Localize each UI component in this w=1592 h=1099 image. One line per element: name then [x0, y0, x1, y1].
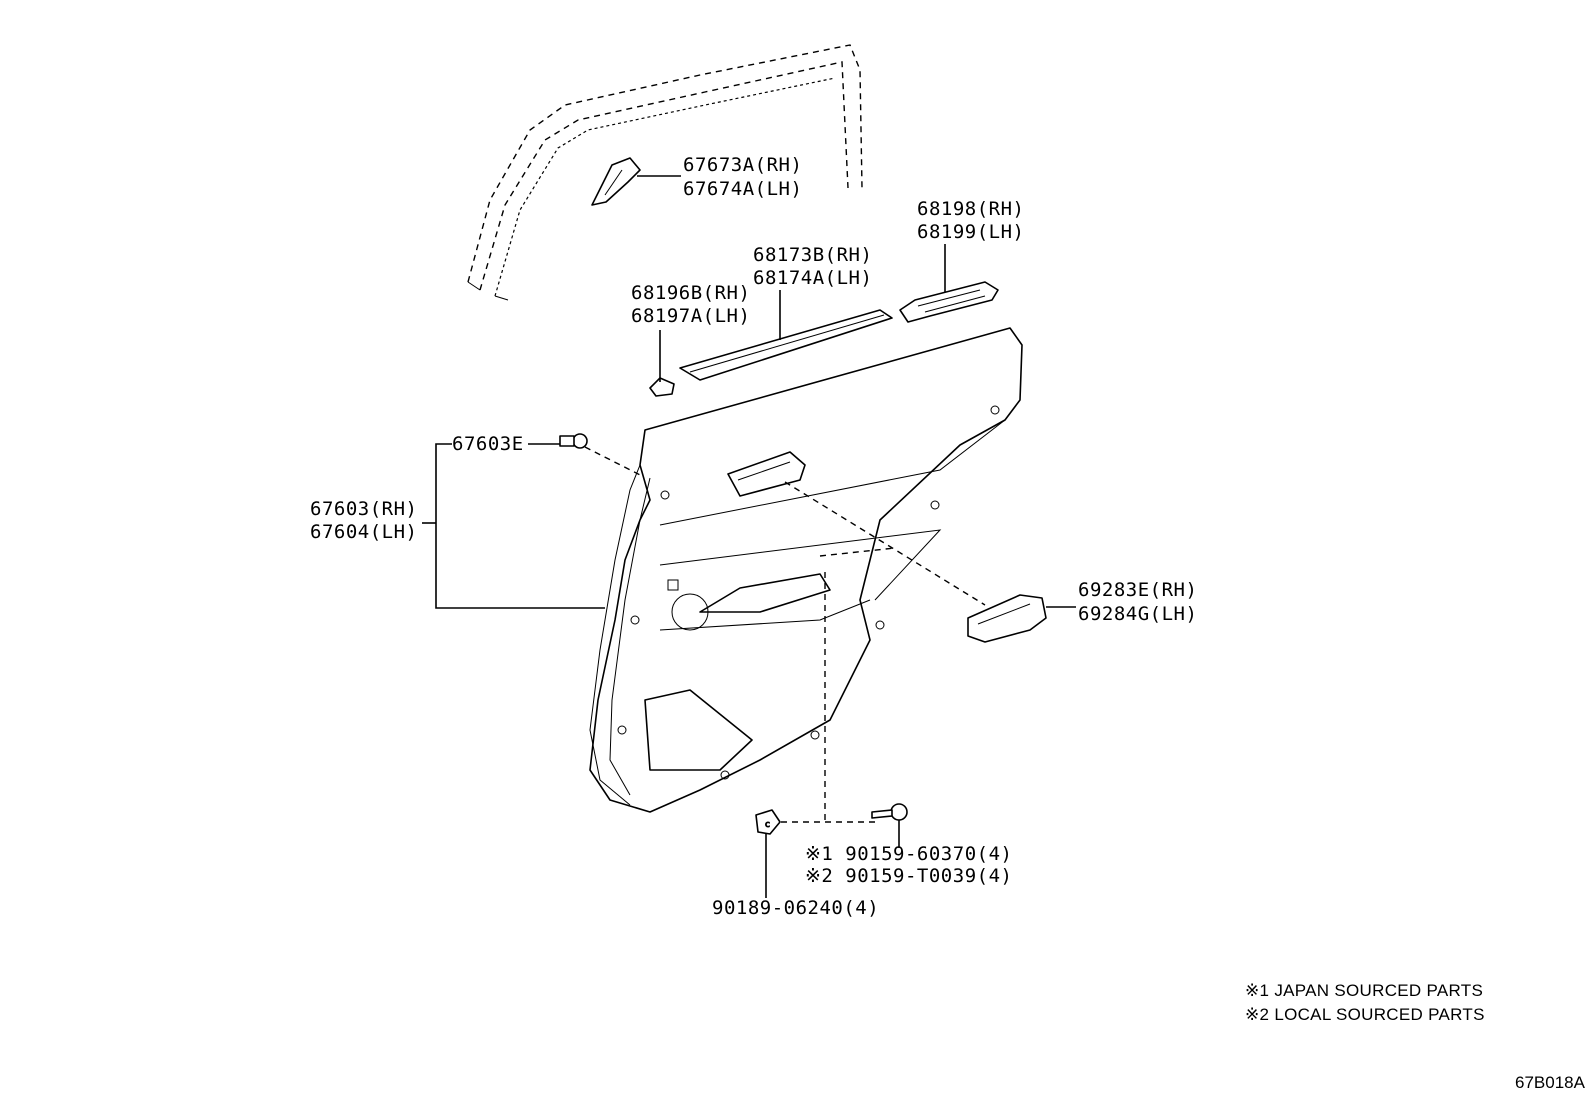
diagram-code: 67B018A [1515, 1073, 1586, 1092]
part-68173b-moulding[interactable] [679, 290, 893, 381]
part-67603-door-trim-board[interactable] [589, 327, 1023, 813]
label-67603-rh: 67603(RH) [310, 498, 417, 520]
label-69283e-rh: 69283E(RH) [1078, 579, 1197, 601]
label-68173b-rh: 68173B(RH) [753, 244, 872, 266]
door-frame-weatherstrip [467, 44, 863, 301]
part-90159-screw[interactable] [871, 803, 908, 848]
label-68198-rh: 68198(RH) [917, 198, 1024, 220]
label-67604-lh: 67604(LH) [310, 521, 417, 543]
label-90189-06240: 90189-06240(4) [712, 897, 879, 919]
label-68196b-rh: 68196B(RH) [631, 282, 750, 304]
label-69284g-lh: 69284G(LH) [1078, 603, 1197, 625]
label-90159-t0039: ※2 90159-T0039(4) [805, 865, 1012, 887]
label-67673a-rh: 67673A(RH) [683, 154, 802, 176]
part-68198-bracket[interactable] [899, 244, 999, 323]
label-68199-lh: 68199(LH) [917, 221, 1024, 243]
part-67603e-clip[interactable] [528, 433, 651, 481]
label-68174a-lh: 68174A(LH) [753, 267, 872, 289]
label-67603e: 67603E [452, 433, 524, 455]
part-68196b-clip[interactable] [649, 330, 675, 397]
note-japan-sourced: ※1 JAPAN SOURCED PARTS [1245, 981, 1483, 1000]
label-67674a-lh: 67674A(LH) [683, 178, 802, 200]
screw-leader-dashes [770, 547, 896, 823]
svg-text:c: c [765, 820, 770, 830]
leader-67603-bracket [422, 443, 605, 609]
label-68197a-lh: 68197A(LH) [631, 305, 750, 327]
part-90189-clip-nut[interactable]: c [755, 809, 781, 898]
label-90159-60370: ※1 90159-60370(4) [805, 843, 1012, 865]
note-local-sourced: ※2 LOCAL SOURCED PARTS [1245, 1005, 1485, 1024]
part-69283e-handle[interactable] [784, 481, 1076, 643]
part-67673a-clip[interactable] [591, 157, 681, 206]
